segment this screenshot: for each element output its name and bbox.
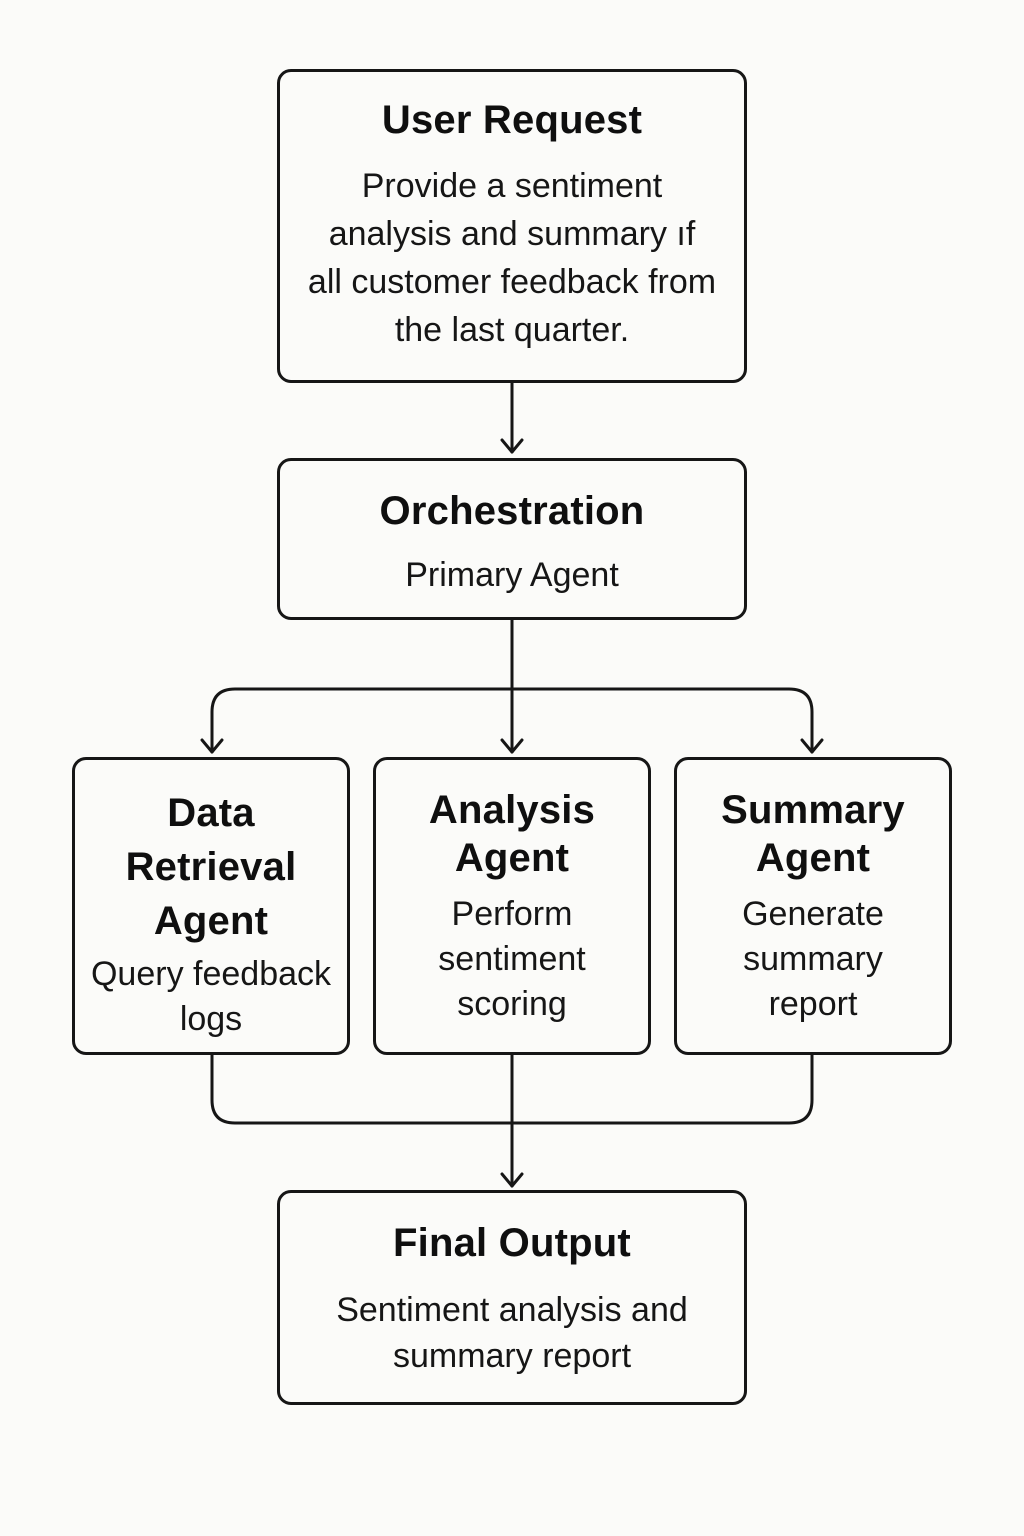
analysis-agent-description: Perform sentiment scoring — [438, 895, 586, 1023]
data-retrieval-agent-node: Data Retrieval Agent Query feedback logs — [72, 757, 350, 1055]
user-request-title: User Request — [381, 98, 643, 142]
user-request-node: User Request Provide a sentiment analysi… — [277, 69, 747, 383]
orchestration-title: Orchestration — [379, 489, 645, 533]
summary-agent-description: Generate summary report — [742, 895, 884, 1023]
orchestration-node: Orchestration Primary Agent — [277, 458, 747, 620]
user-request-description: Provide a sentiment analysis and summary… — [307, 167, 717, 349]
final-output-title: Final Output — [393, 1221, 631, 1265]
final-output-node: Final Output Sentiment analysis and summ… — [277, 1190, 747, 1405]
analysis-agent-node: Analysis Agent Perform sentiment scoring — [373, 757, 651, 1055]
orchestration-description: Primary Agent — [405, 556, 619, 594]
edge-user-to-orchestration — [500, 381, 524, 454]
summary-agent-node: Summary Agent Generate summary report — [674, 757, 952, 1055]
data-retrieval-agent-title: Data Retrieval Agent — [125, 791, 297, 943]
data-retrieval-agent-description: Query feedback logs — [90, 955, 332, 1038]
summary-agent-title: Summary Agent — [721, 788, 905, 880]
analysis-agent-title: Analysis Agent — [428, 788, 596, 880]
edge-orchestration-to-agents — [200, 618, 824, 754]
final-output-description: Sentiment analysis and summary report — [336, 1291, 688, 1375]
edge-agents-to-final — [210, 1053, 814, 1188]
